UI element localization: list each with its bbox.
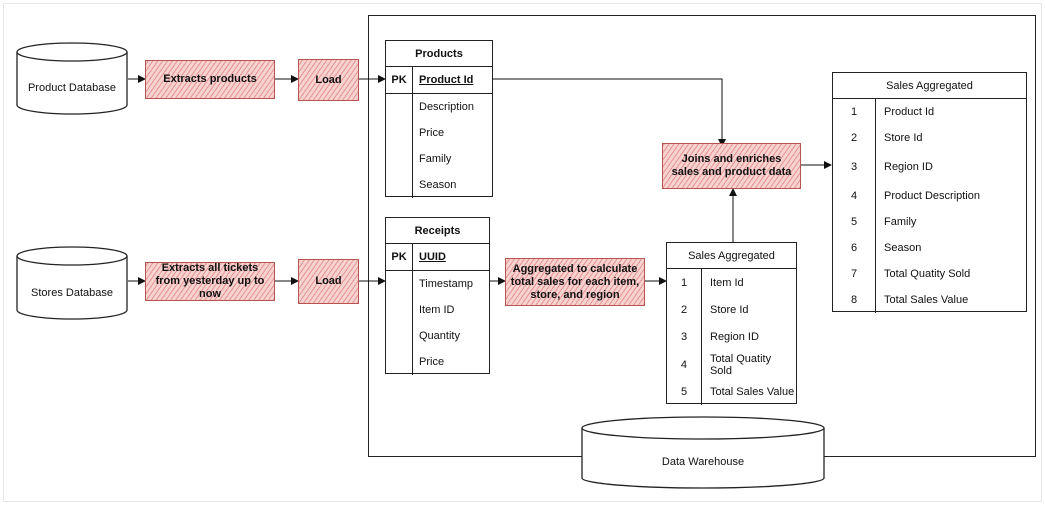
products-pk-row: PK Product Id — [386, 67, 492, 94]
stores-database-label: Stores Database — [31, 287, 113, 299]
sales-final-row: 3 Region ID — [833, 151, 1026, 183]
row-label: Item Id — [710, 276, 744, 289]
receipts-table-title: Receipts — [386, 218, 489, 244]
extract-tickets-step: Extracts all tickets from yesterday up t… — [145, 262, 275, 301]
receipts-table: Receipts PK UUID Timestamp Item ID Quant… — [385, 217, 490, 375]
products-field: Family — [419, 153, 452, 165]
receipts-field: Item ID — [419, 304, 455, 316]
products-table: Products PK Product Id Description Price… — [385, 40, 493, 198]
sales-mid-row: 3 Region ID — [667, 323, 796, 351]
row-label: Product Id — [884, 106, 935, 118]
sales-final-row: 4 Product Description — [833, 183, 1026, 209]
receipts-pk-row: PK UUID — [386, 244, 489, 271]
row-number: 5 — [667, 379, 702, 405]
row-number: 1 — [667, 269, 702, 296]
row-number: 3 — [667, 323, 702, 351]
products-pk-field: Product Id — [419, 74, 474, 86]
row-number: 4 — [667, 351, 702, 379]
stores-database-cylinder — [16, 246, 128, 320]
row-label: Total Sales Value — [710, 386, 795, 398]
row-label: Total Sales Value — [884, 294, 969, 306]
data-warehouse-cylinder — [581, 416, 825, 489]
row-label: Total Quatity Sold — [884, 268, 971, 280]
row-number: 3 — [833, 151, 876, 183]
sales-final-row: 8 Total Sales Value — [833, 287, 1026, 313]
sales-final-row: 2 Store Id — [833, 125, 1026, 151]
sales-aggregated-mid-table: Sales Aggregated 1 Item Id 2 Store Id 3 … — [666, 242, 797, 405]
sales-aggregated-final-title: Sales Aggregated — [833, 73, 1026, 99]
row-label: Store Id — [884, 132, 923, 144]
row-number: 6 — [833, 235, 876, 261]
extract-products-step: Extracts products — [145, 60, 275, 99]
sales-mid-row: 4 Total Quatity Sold — [667, 351, 796, 379]
sales-aggregated-mid-title: Sales Aggregated — [667, 243, 796, 269]
sales-final-row: 5 Family — [833, 209, 1026, 235]
aggregate-step: Aggregated to calculate total sales for … — [505, 258, 645, 306]
products-field: Description — [419, 101, 475, 113]
load-products-step: Load — [298, 59, 359, 101]
products-field: Price — [419, 127, 445, 139]
row-number: 2 — [833, 125, 876, 151]
row-number: 7 — [833, 261, 876, 287]
row-number: 4 — [833, 183, 876, 209]
row-label: Store Id — [710, 303, 749, 316]
receipts-pk-label: PK — [386, 244, 413, 270]
products-table-title: Products — [386, 41, 492, 67]
outer-border — [3, 3, 1042, 502]
sales-aggregated-final-table: Sales Aggregated 1 Product Id 2 Store Id… — [832, 72, 1027, 313]
sales-mid-row: 2 Store Id — [667, 296, 796, 323]
data-warehouse-label: Data Warehouse — [661, 456, 745, 468]
sales-final-row: 1 Product Id — [833, 99, 1026, 125]
row-label: Region ID — [710, 331, 759, 343]
sales-final-row: 6 Season — [833, 235, 1026, 261]
products-pk-label: PK — [386, 67, 413, 93]
row-number: 1 — [833, 99, 876, 125]
product-database-cylinder — [16, 42, 128, 115]
receipts-pk-field: UUID — [419, 251, 446, 263]
row-label: Total Quatity Sold — [709, 353, 772, 377]
sales-mid-row: 1 Item Id — [667, 269, 796, 296]
receipts-field: Timestamp — [419, 278, 473, 290]
arrow-products-join — [493, 78, 726, 147]
receipts-field: Price — [419, 356, 445, 368]
receipts-field: Quantity — [419, 330, 460, 342]
row-label: Region ID — [884, 161, 933, 173]
products-field: Season — [419, 179, 457, 191]
product-database-label: Product Database — [27, 82, 117, 94]
sales-mid-row: 5 Total Sales Value — [667, 379, 796, 405]
row-number: 8 — [833, 287, 876, 313]
row-number: 2 — [667, 296, 702, 323]
load-tickets-step: Load — [298, 259, 359, 304]
row-label: Family — [884, 216, 917, 228]
sales-final-row: 7 Total Quatity Sold — [833, 261, 1026, 287]
join-enrich-step: Joins and enriches sales and product dat… — [662, 143, 801, 189]
row-label: Season — [884, 242, 922, 254]
row-number: 5 — [833, 209, 876, 235]
row-label: Product Description — [884, 190, 980, 202]
